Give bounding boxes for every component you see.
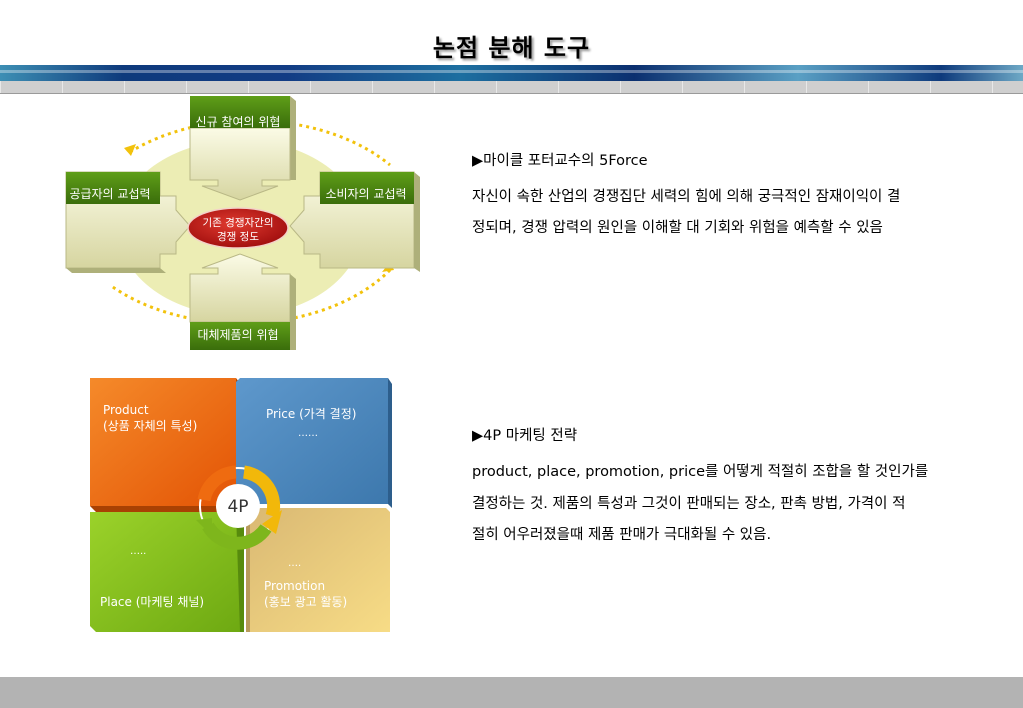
center-label-line1: 기존 경쟁자간의 xyxy=(203,216,274,229)
product-label-line1: Product xyxy=(103,403,149,417)
cycle-arrows-icon xyxy=(196,465,282,550)
page-title: 논점 분해 도구 xyxy=(432,34,591,62)
section2-line2: 결정하는 것. 제품의 특성과 그것이 판매되는 장소, 판촉 방법, 가격이 … xyxy=(472,496,906,512)
header-gradient-band xyxy=(0,65,1023,81)
force-label-right: 소비자의 교섭력 xyxy=(325,187,406,201)
place-ellipsis: ….. xyxy=(130,546,146,557)
section2-heading: ▶4P 마케팅 전략 xyxy=(472,428,578,444)
quadrant-price xyxy=(236,378,392,508)
promotion-label-line1: Promotion xyxy=(264,579,325,593)
force-label-left: 공급자의 교섭력 xyxy=(69,187,150,201)
section1-heading: ▶마이클 포터교수의 5Force xyxy=(472,153,648,169)
section2-line3: 절히 어우러졌을때 제품 판매가 극대화될 수 있음. xyxy=(472,527,772,543)
force-label-bottom: 대체제품의 위협 xyxy=(197,328,278,342)
force-block-right xyxy=(289,171,420,272)
center-label-line2: 경쟁 정도 xyxy=(217,230,259,243)
price-ellipsis: …… xyxy=(298,428,318,439)
footer-bar xyxy=(0,677,1023,708)
promotion-label-line2: (홍보 광고 활동) xyxy=(264,595,347,609)
force-label-top: 신규 참여의 위협 xyxy=(196,115,281,129)
force-block-bottom xyxy=(189,253,296,350)
section2-line1: product, place, promotion, price를 어떻게 적절… xyxy=(472,464,929,480)
promotion-ellipsis: …. xyxy=(288,558,301,569)
force-block-left xyxy=(65,171,191,273)
product-label-line2: (상품 자체의 특성) xyxy=(103,419,197,433)
cycle-arrow-top-icon xyxy=(129,119,391,167)
section1-line2: 정되며, 경쟁 압력의 원인을 이해할 대 기회와 위험을 예측할 수 있음 xyxy=(472,220,883,236)
quadrant-place xyxy=(90,512,244,632)
cycle-arrowhead-left-icon xyxy=(124,144,136,156)
four-p-center-label: 4P xyxy=(227,497,248,517)
header-grid-strip xyxy=(0,81,1023,94)
quadrant-product xyxy=(90,378,242,512)
price-label: Price (가격 결정) xyxy=(266,407,356,421)
section1-line1: 자신이 속한 산업의 경쟁집단 세력의 힘에 의해 궁극적인 잠재이익이 결 xyxy=(472,189,901,205)
center-rivalry-ellipse xyxy=(187,207,289,249)
place-label: Place (마케팅 채널) xyxy=(100,595,204,609)
force-block-top xyxy=(189,96,296,201)
